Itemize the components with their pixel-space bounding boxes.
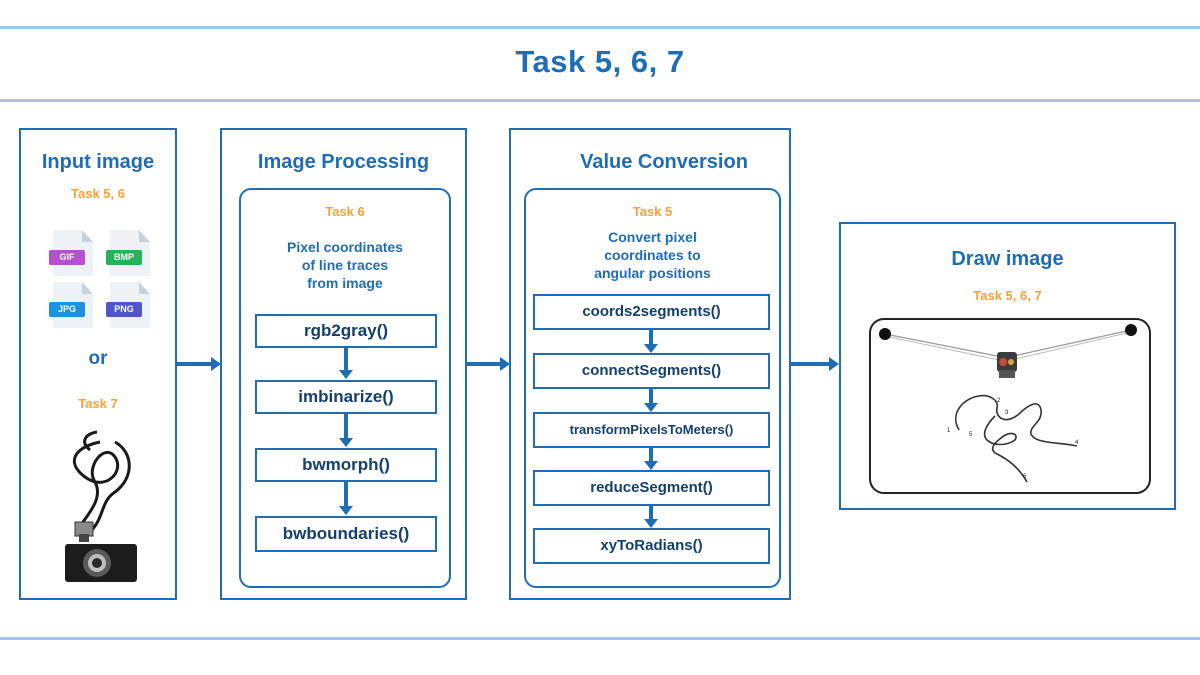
path-label-4: 4 [1075, 440, 1079, 446]
bottom-divider [0, 637, 1200, 640]
conversion-desc-line-1: Convert pixel [608, 229, 697, 245]
processing-desc-line-3: from image [307, 275, 383, 291]
gif-tag: GIF [49, 250, 85, 265]
step-coords2segments: coords2segments() [533, 294, 770, 330]
drawn-path [955, 394, 1078, 483]
input-image-panel: Input image Task 5, 6 GIF BMP JPG PNG or… [19, 128, 177, 600]
input-task-5-6: Task 5, 6 [71, 186, 125, 201]
processing-inner-box: Task 6 Pixel coordinates of line traces … [239, 188, 451, 588]
image-processing-panel: Image Processing Task 6 Pixel coordinate… [220, 128, 467, 600]
plotter-robot [997, 352, 1017, 378]
path-label-3: 3 [1005, 410, 1009, 416]
conversion-inner-box: Task 5 Convert pixel coordinates to angu… [524, 188, 781, 588]
left-pulley [879, 328, 891, 340]
step-xytoradians: xyToRadians() [533, 528, 770, 564]
image-processing-title: Image Processing [257, 151, 430, 173]
processing-task-6: Task 6 [325, 204, 365, 219]
step-bwboundaries: bwboundaries() [255, 516, 437, 552]
conversion-desc: Convert pixel coordinates to angular pos… [526, 228, 779, 282]
title-divider [0, 99, 1200, 102]
jpg-file-icon: JPG [49, 282, 93, 328]
path-label-5: 5 [969, 432, 973, 438]
step-rgb2gray: rgb2gray() [255, 314, 437, 348]
png-file-icon: PNG [106, 282, 150, 328]
path-label-6: 6 [1023, 474, 1027, 480]
step-transformpixelstometers: transformPixelsToMeters() [533, 412, 770, 448]
path-label-2: 2 [997, 398, 1001, 404]
jpg-tag: JPG [49, 302, 85, 317]
conversion-desc-line-2: coordinates to [604, 247, 701, 263]
processing-desc-line-2: of line traces [301, 257, 389, 273]
step-imbinarize: imbinarize() [255, 380, 437, 414]
processing-desc-line-1: Pixel coordinates [287, 239, 403, 255]
input-image-title: Input image [41, 151, 155, 173]
right-pulley [1125, 324, 1137, 336]
bmp-file-icon: BMP [106, 230, 150, 276]
value-conversion-title: Value Conversion [580, 151, 748, 173]
path-label-1: 1 [947, 428, 951, 434]
step-reducesegment: reduceSegment() [533, 470, 770, 506]
conversion-desc-line-3: angular positions [594, 265, 711, 281]
step-connectsegments: connectSegments() [533, 353, 770, 389]
draw-image-panel: Draw image Task 5, 6, 7 2 3 1 5 4 6 [839, 222, 1176, 510]
bmp-tag: BMP [106, 250, 142, 265]
draw-image-title: Draw image [951, 248, 1064, 270]
processing-desc: Pixel coordinates of line traces from im… [241, 238, 449, 292]
png-tag: PNG [106, 302, 142, 317]
drawing-board: 2 3 1 5 4 6 [869, 318, 1151, 494]
or-label: or [88, 348, 108, 369]
top-divider [0, 26, 1200, 29]
gif-file-icon: GIF [49, 230, 93, 276]
input-task-7: Task 7 [78, 396, 118, 411]
webcam-icon [65, 430, 137, 582]
page-title: Task 5, 6, 7 [515, 44, 685, 79]
step-bwmorph: bwmorph() [255, 448, 437, 482]
draw-task-5-6-7: Task 5, 6, 7 [973, 288, 1042, 303]
value-conversion-panel: Value Conversion Task 5 Convert pixel co… [509, 128, 791, 600]
conversion-task-5: Task 5 [632, 204, 673, 219]
